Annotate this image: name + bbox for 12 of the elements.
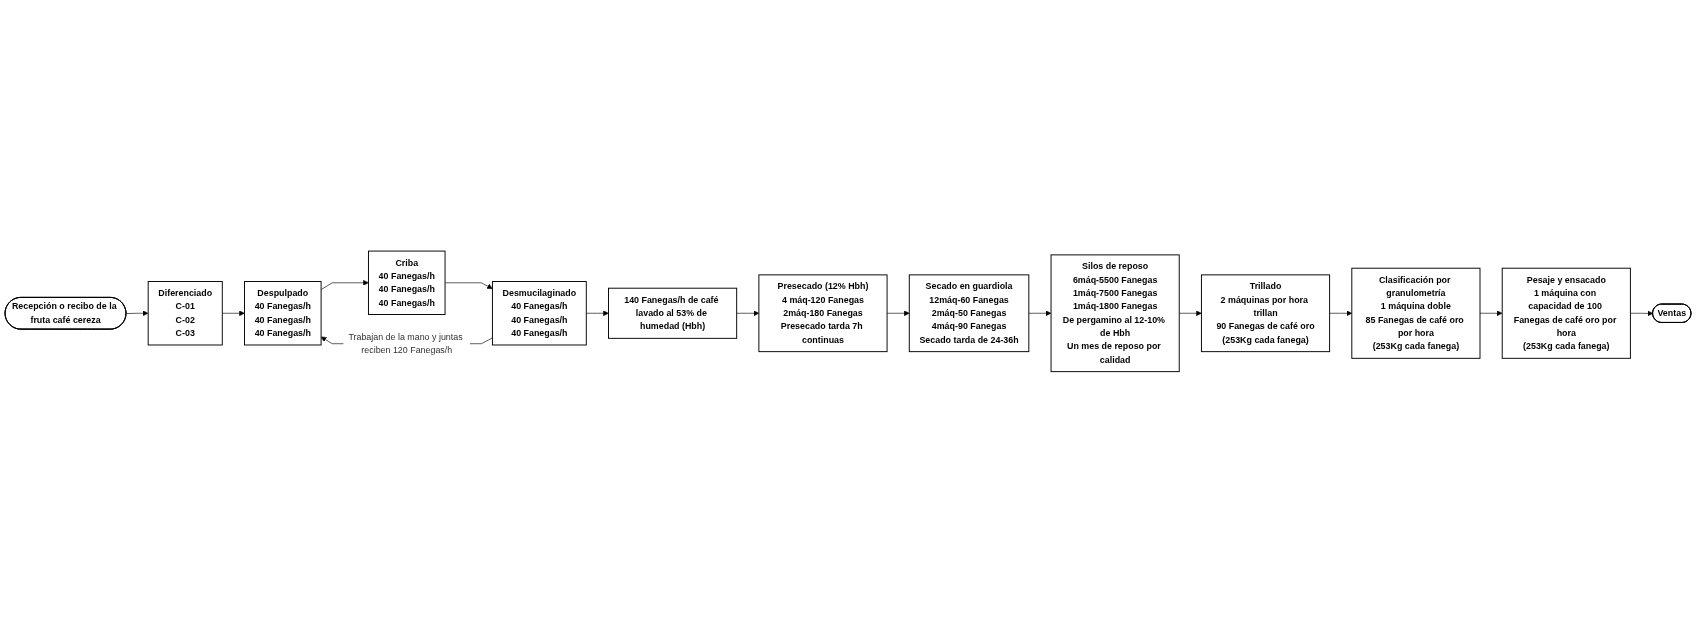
edge-label: Trabajan de la mano y juntas reciben 120 Fanegas/h (348, 331, 463, 356)
node-box: Silos de reposo 6máq-5500 Fanegas 1máq-7500 Fanegas 1máq-1800 Fanegas De pergamino al 12-10% de Hbh Un mes de reposo por calidad (1050, 254, 1180, 373)
node-box: Despulpado 40 Fanegas/h 40 Fanegas/h 40 Fanegas/h (244, 281, 322, 346)
node-box: Pesaje y ensacado 1 máquina con capacidad de 100 Fanegas de café oro por hora (253Kg cada fanega) (1501, 267, 1631, 359)
node-box: Diferenciado C-01 C-02 C-03 (147, 281, 223, 346)
node-box: 140 Fanegas/h de café lavado al 53% de humedad (Hbh) (608, 287, 738, 339)
node-box: Desmucilaginado 40 Fanegas/h 40 Fanegas/h 40 Fanegas/h (491, 281, 587, 346)
node-box: Clasificación por granulometría 1 máquina doble 85 Fanegas de café oro por hora (253Kg cada fanega) (1351, 267, 1481, 359)
node-box: Criba 40 Fanegas/h 40 Fanegas/h 40 Fanegas/h (368, 250, 446, 316)
node-box: Secado en guardiola 12máq-60 Fanegas 2máq-50 Fanegas 4máq-90 Fanegas Secado tarda de 24-36h (908, 274, 1030, 353)
node-box: Trillado 2 máquinas por hora trillan 90 Fanegas de café oro (253Kg cada fanega) (1200, 274, 1331, 353)
node-box: Presecado (12% Hbh) 4 máq-120 Fanegas 2máq-180 Fanegas Presecado tarda 7h continuas (758, 274, 888, 353)
